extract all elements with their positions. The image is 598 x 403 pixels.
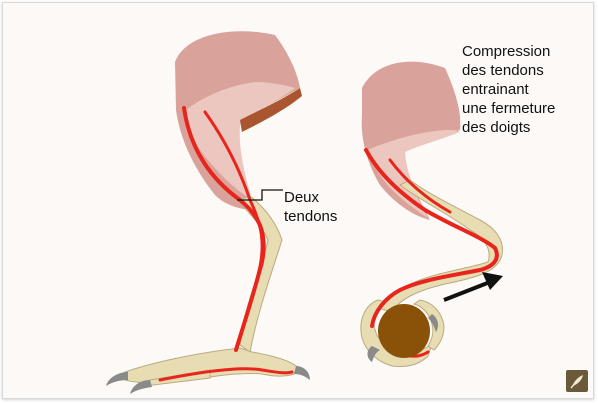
label-line: tendons [284,207,337,226]
foot [125,348,300,383]
tendon-a [366,150,497,326]
label-line: une fermeture [462,99,555,118]
label-two-tendons: Deux tendons [284,188,337,226]
label-line: des tendons [462,61,555,80]
feather-logo-icon [566,370,588,392]
claw [106,372,128,386]
arrow-shaft [444,282,490,300]
leg-extended [106,31,310,394]
perch [378,304,430,358]
label-line: entrainant [462,80,555,99]
arrow-right-icon [482,272,503,290]
label-compression: Compression des tendons entrainant une f… [462,42,555,137]
label-line: Compression [462,42,555,61]
label-line: Deux [284,188,337,207]
label-line: des doigts [462,118,555,137]
claw [294,366,310,380]
